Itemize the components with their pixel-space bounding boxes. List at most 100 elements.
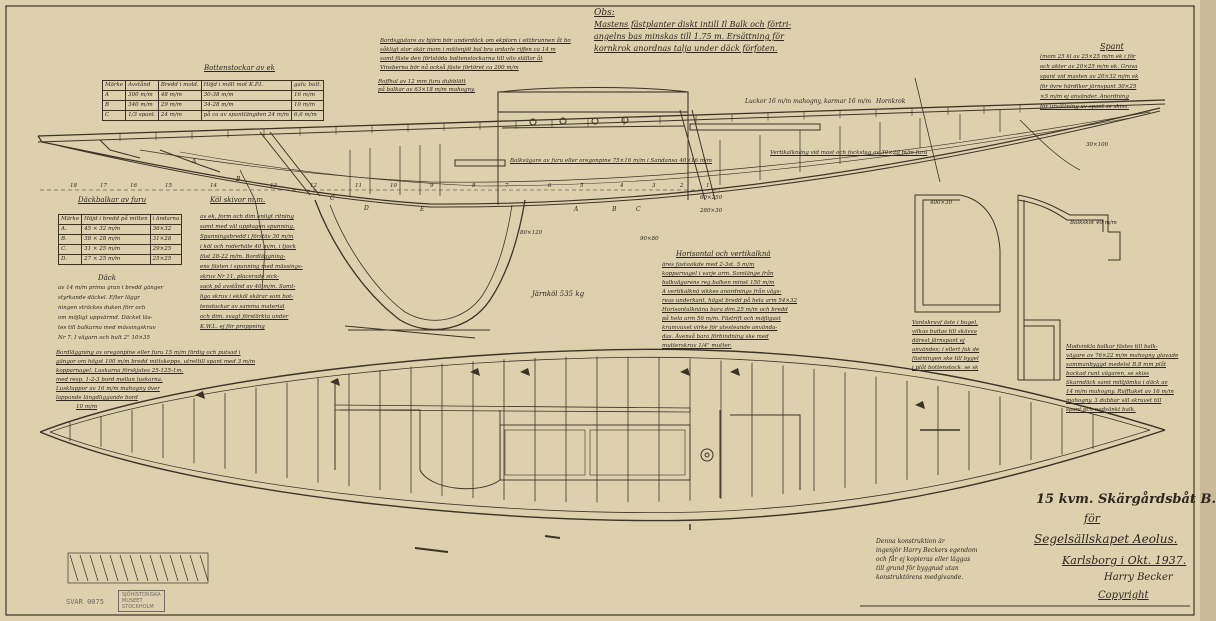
section-letter: C: [330, 195, 335, 202]
kol-line: samt med väl upptagen spunning.: [200, 224, 295, 230]
station-number: 13: [270, 183, 277, 189]
bottenstockar-table: Märke Avstånd Bredd i mold. Höjd i mölt …: [101, 80, 325, 121]
mod-balkar-line: spant och nedsänkt balk.: [1066, 407, 1136, 413]
table-row: A 300 m/m 48 m/m 30-38 m/m 16 m/m: [101, 90, 325, 101]
station-number: 17: [100, 183, 107, 189]
museum-stamp: SJÖHISTORISKA MUSEET STOCKHOLM: [118, 590, 165, 612]
kol-line: ens fästen i spunning med mässings-: [200, 264, 303, 270]
bordlaggning-line: med resp. 1-2-3 bord mellan luskarna.: [56, 377, 163, 383]
scale-hatch: [119, 554, 129, 582]
scale-hatch: [189, 554, 199, 582]
scale-hatch: [79, 554, 89, 582]
mod-balkar-line: Modvinkla balkar fästes till balk-: [1066, 344, 1158, 350]
spant-line: för övre härdiker järnspant 30×25: [1040, 84, 1137, 90]
table-cell: 1/3 spant.: [125, 110, 159, 121]
section-dimension: 30×100: [1086, 142, 1109, 148]
vantskruv-line: vilkas bultas till skävva: [912, 329, 977, 335]
dack-line: Däck: [98, 274, 116, 282]
deck-beam-note-4: Vinsberna bör nå också fäste förtöret ca…: [380, 65, 519, 71]
station-number: 3: [652, 183, 656, 189]
scale-hatch: [99, 554, 109, 582]
spant-line: för ursättning av spant se skiss.: [1040, 104, 1129, 110]
table-cell: A.: [57, 224, 83, 235]
table-cell: 36×32: [149, 224, 183, 235]
kol-title: Köl skivor m.m.: [210, 196, 266, 204]
kol-line: K.W.L. ej för proppning: [200, 324, 265, 330]
plan-view: [39, 348, 1166, 553]
title-place-date: Karlsborg i Okt. 1937.: [1062, 554, 1187, 567]
table-row: D. 27 × 25 m/m 25×25: [57, 254, 183, 265]
station-number: 6: [548, 183, 552, 189]
bordlaggning-line: gängor om högst 100 m/m bredd mittskepps…: [56, 359, 256, 365]
section-letter: E: [420, 206, 425, 213]
horizontal-line: A vertikalknä vikkes anordnings från väg…: [662, 289, 782, 295]
scale-bar: [67, 552, 209, 584]
mod-balkar-line: Skarndäck samt mittjämka i däck av: [1066, 380, 1168, 386]
bordlaggning-line: Luskluppor av 16 m/m mahogny över: [56, 386, 160, 392]
scale-hatch: [149, 554, 159, 582]
table-cell: 45 × 32 m/m: [81, 224, 151, 235]
table-cell: 30-38 m/m: [200, 90, 293, 101]
jarnkol-label: Järnköl 535 kg: [532, 290, 585, 298]
station-number: 15: [165, 183, 172, 189]
stamp-line: MUSEET: [122, 598, 143, 604]
section-dimension: 400×30: [930, 200, 953, 206]
horizontal-title: Horisontal och vertikalknä: [676, 250, 771, 258]
bordlaggning-line: 10 m/m: [76, 404, 98, 410]
horizontal-line: das. Ävenså bara förbindning ske med: [662, 334, 769, 340]
scale-hatch: [69, 554, 79, 582]
mod-balkar-line: 14 m/m mahogny. Rufftaket av 16 m/m: [1066, 389, 1174, 395]
roofsheer-note-2: på balkar av 63×18 m/m mahogny.: [378, 87, 476, 93]
table-cell: D.: [57, 254, 83, 265]
deck-beam-note-2: såkligt stor skär inom i mittenjöt bal b…: [380, 47, 556, 53]
table-header: galv. bult.: [291, 80, 325, 91]
table-header: i ändarna: [149, 214, 183, 225]
obs-line-1: Mastens fästplanter diskt intill Il Balk…: [594, 20, 792, 29]
section-letter: A: [192, 158, 197, 165]
scale-hatch: [89, 554, 99, 582]
profile-view: [37, 77, 1166, 339]
table-header: Bredd i mold.: [157, 80, 202, 91]
kol-line: Spunningsbredd i förstäv 30 m/m: [200, 234, 294, 240]
sheet-border: [5, 5, 1195, 616]
station-number: 2: [680, 183, 684, 189]
station-number: 8: [472, 183, 476, 189]
mod-balkar-line: mahogny. 3 dubbar väl skruvet till: [1066, 398, 1162, 404]
table-row: B. 38 × 28 m/m 31×28: [57, 234, 183, 245]
station-number: 11: [355, 183, 362, 189]
section-letter: C: [636, 206, 641, 213]
title-for-label: för: [1084, 512, 1100, 525]
section-dimension: 80×120: [520, 230, 543, 236]
deck-beam-note-3: samt fäste den förlstöda bottenstockarna…: [380, 56, 543, 62]
deck-beam-note-1: Bordsgjutare av björn bör underdäck om e…: [380, 38, 571, 44]
station-number: 9: [430, 183, 434, 189]
kol-line: i köl och roderhäle 40 m/m, i tjock: [200, 244, 296, 250]
section-dimension: 280×30: [700, 208, 723, 214]
section-letter: A: [574, 206, 579, 213]
scale-hatch: [169, 554, 179, 582]
dackbalkar-table: Märke Höjd i bredd på mitten i ändarna A…: [57, 214, 183, 265]
vantskruv-line: fästningen ske till bygel: [912, 356, 979, 362]
horizontal-line: äres fastsvikde med 2-3st. 5 m/m: [662, 262, 755, 268]
spant-line: (mom 25 kl av 25×25 m/m ek i för: [1040, 54, 1136, 60]
horizontal-line: kopparnagel i varje arm. Somlänge från: [662, 271, 774, 277]
copyright-label: Copyright: [1098, 590, 1149, 601]
obs-line-3: kornkrok anordnas talja under däck förfo…: [594, 44, 778, 53]
kol-line: fäst 28-22 m/m. Bordläggning-: [200, 254, 286, 260]
mod-balkar-line: vägare av 76×22 m/m mahogny glavade: [1066, 353, 1179, 359]
bottenstockar-title: Bottenstockar av ek: [204, 64, 275, 72]
balkvagare-note: Balkvägare av furu eller oregonpine 75×1…: [510, 158, 712, 164]
copyright-note: konstruktörens medgivande.: [876, 574, 964, 581]
obs-title: Obs:: [594, 8, 615, 18]
table-cell: på ca av spantlängden 24 m/m: [200, 110, 293, 121]
table-header-row: Märke Avstånd Bredd i mold. Höjd i mölt …: [101, 80, 325, 91]
vantskruv-line: i plåt bottenstock. se sk: [912, 365, 979, 371]
section-dimension: 60×250: [700, 195, 723, 201]
copyright-note: och får ej kopieras eller läggas: [876, 556, 971, 563]
table-cell: 48 m/m: [157, 90, 202, 101]
table-cell: B: [101, 100, 127, 111]
station-number: 18: [70, 183, 77, 189]
table-cell: 340 m/m: [125, 100, 159, 111]
spant-line: ×5 m/m ej använder. Anordning: [1040, 94, 1129, 100]
